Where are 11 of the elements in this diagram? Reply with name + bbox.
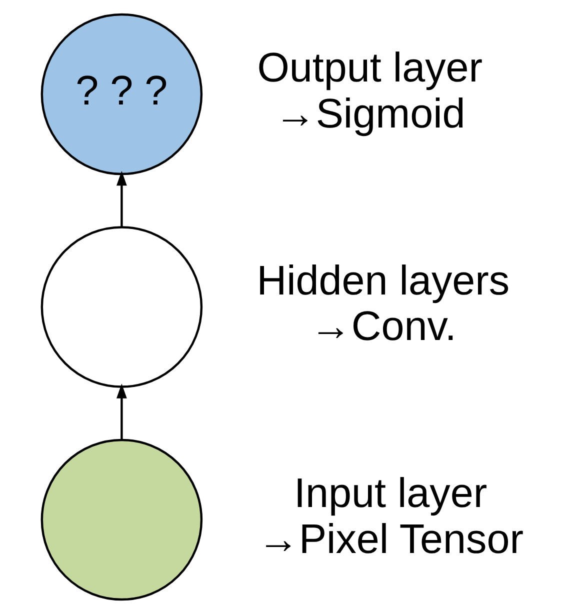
node-circle [40, 226, 203, 388]
node-label: Hidden layers [256, 257, 510, 304]
node-label: →Conv. [310, 303, 456, 350]
arrow [116, 170, 127, 227]
node-label: Output layer [257, 44, 483, 91]
arrow [116, 384, 127, 440]
node-circle: ? ? ? [40, 13, 203, 176]
node-circle [40, 438, 203, 601]
node-label: →Sigmoid [274, 90, 466, 136]
node-label: →Pixel Tensor [258, 516, 524, 562]
node-label: Input layer [294, 470, 488, 516]
